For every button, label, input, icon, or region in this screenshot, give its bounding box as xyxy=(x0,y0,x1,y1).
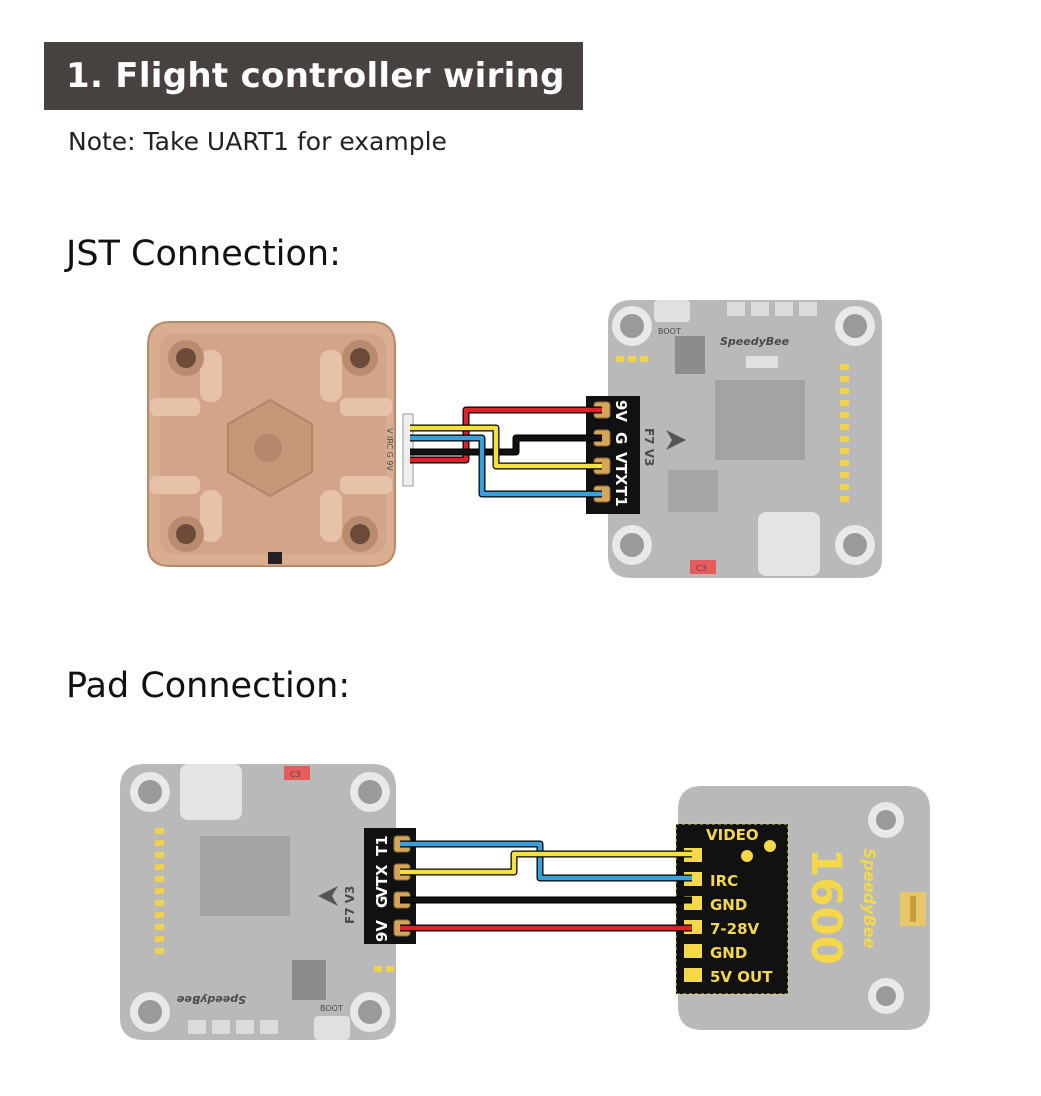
brand-label: SpeedyBee xyxy=(720,335,790,348)
chip xyxy=(675,336,705,374)
chip xyxy=(292,960,326,1000)
mounting-hole xyxy=(612,306,652,346)
pad-label-vtx: VTX xyxy=(373,864,391,898)
pad-heading: Pad Connection: xyxy=(66,666,351,706)
c3-label: C3 xyxy=(696,564,707,573)
vtx-pad-irc: IRC xyxy=(710,872,738,890)
vtx-pad-gnd-2: GND xyxy=(710,944,747,962)
mounting-hole xyxy=(342,516,378,552)
flight-controller-board: BOOT SpeedyBee C3 F7 V3 9V G VTX T1 xyxy=(586,300,882,578)
brand-label: SpeedyBee xyxy=(176,993,246,1006)
fc-board-label: F7 V3 xyxy=(642,428,656,466)
mounting-hole xyxy=(350,772,390,812)
boot-button xyxy=(654,300,690,322)
pad-label-g: G xyxy=(373,896,391,908)
vtx-pad-video: VIDEO xyxy=(706,826,759,844)
flight-controller-board: BOOT C3 SpeedyBee F7 V3 T1 VTX G 9V xyxy=(120,764,416,1040)
wire-yellow-vtx xyxy=(400,850,692,876)
pad-label-t1: T1 xyxy=(373,835,391,856)
boot-label: BOOT xyxy=(320,1004,343,1013)
vtx-pad-power: 7-28V xyxy=(710,920,760,938)
pad-label-t1: T1 xyxy=(612,486,630,507)
direction-arrow-icon xyxy=(318,886,338,906)
vtx-model-label: 1600 xyxy=(802,848,851,965)
section-title: 1. Flight controller wiring xyxy=(66,56,565,96)
mounting-hole xyxy=(350,992,390,1032)
mounting-hole xyxy=(342,340,378,376)
mounting-hole xyxy=(868,802,904,838)
pad-diagram: BOOT C3 SpeedyBee F7 V3 T1 VTX G 9V 1600… xyxy=(120,764,930,1040)
note-text: Note: Take UART1 for example xyxy=(68,127,447,156)
direction-arrow-icon xyxy=(666,430,686,450)
pad-label-vtx: VTX xyxy=(612,452,630,486)
mounting-hole xyxy=(835,306,875,346)
mounting-hole xyxy=(168,340,204,376)
c3-pad xyxy=(284,766,310,780)
mounting-hole xyxy=(130,992,170,1032)
pad-label-g: G xyxy=(612,432,630,444)
boot-button xyxy=(314,1016,350,1040)
vtx-board: 1600 SpeedyBee VIDEO IRC GND 7-28V GND 5… xyxy=(675,786,930,1030)
mounting-hole xyxy=(868,978,904,1014)
mcu-chip xyxy=(200,836,290,916)
mounting-hole xyxy=(612,525,652,565)
jst-diagram: V IRC G 9V BOOT SpeedyBee C3 F7 V3 xyxy=(147,300,882,578)
mcu-chip xyxy=(715,380,805,460)
vtx-pad-5v-out: 5V OUT xyxy=(710,968,773,986)
pad-label-9v: 9V xyxy=(612,400,630,422)
vtx-plug-label: V IRC G 9V xyxy=(385,428,394,471)
section-title-bar: 1. Flight controller wiring xyxy=(44,42,583,110)
pad-label-9v: 9V xyxy=(373,920,391,942)
vtx-case: V IRC G 9V xyxy=(147,321,396,567)
c3-label: C3 xyxy=(290,770,301,779)
vtx-brand-label: SpeedyBee xyxy=(860,848,879,949)
usb-c-port xyxy=(180,764,242,820)
vtx-pad-gnd: GND xyxy=(710,896,747,914)
mounting-hole xyxy=(168,516,204,552)
boot-label: BOOT xyxy=(658,327,681,336)
mounting-hole xyxy=(835,525,875,565)
mounting-hole xyxy=(130,772,170,812)
c3-pad xyxy=(690,560,716,574)
usb-c-port xyxy=(758,512,820,576)
jst-heading: JST Connection: xyxy=(66,234,341,274)
fc-board-label: F7 V3 xyxy=(343,886,357,924)
